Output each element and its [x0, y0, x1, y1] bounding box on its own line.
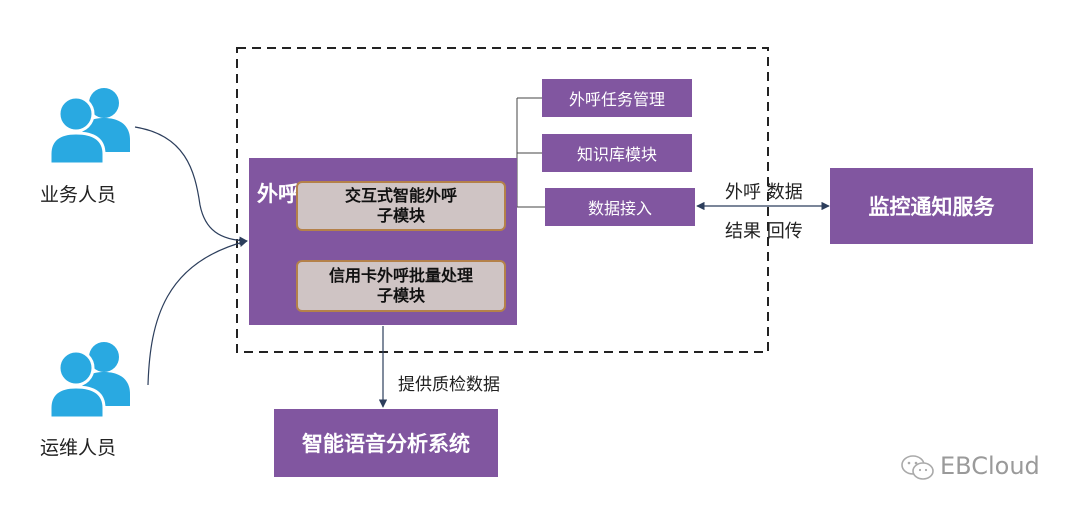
users-icon	[48, 88, 130, 164]
business-staff-label: 业务人员	[40, 184, 117, 206]
data-access-box: 数据接入	[545, 188, 695, 226]
knowledge-base-box: 知识库模块	[542, 134, 692, 172]
ops-staff-label: 运维人员	[40, 437, 117, 459]
outbound-system-title: 外呼系统	[257, 180, 341, 208]
result-return-label: 结果 回传	[725, 221, 803, 242]
module-line: 子模块	[376, 286, 425, 305]
speech-analysis-system-box: 智能语音分析系统	[274, 409, 498, 477]
module-line: 信用卡外呼批量处理	[328, 266, 473, 285]
module-line: 子模块	[376, 206, 425, 225]
watermark-text: EBCloud	[940, 452, 1040, 480]
qc-data-label: 提供质检数据	[398, 375, 500, 395]
interactive-outbound-module: 交互式智能外呼 子模块	[296, 181, 506, 231]
credit-card-batch-module: 信用卡外呼批量处理 子模块	[296, 260, 506, 312]
monitor-notify-service-box: 监控通知服务	[830, 168, 1033, 244]
task-management-box: 外呼任务管理	[542, 79, 692, 117]
outbound-data-label: 外呼 数据	[725, 182, 803, 203]
module-line: 交互式智能外呼	[344, 186, 457, 205]
business-to-system-line	[134, 126, 248, 245]
ops-to-system-line	[147, 238, 248, 386]
users-icon	[48, 342, 130, 418]
wechat-icon	[901, 455, 934, 480]
system-boundary	[236, 47, 769, 353]
